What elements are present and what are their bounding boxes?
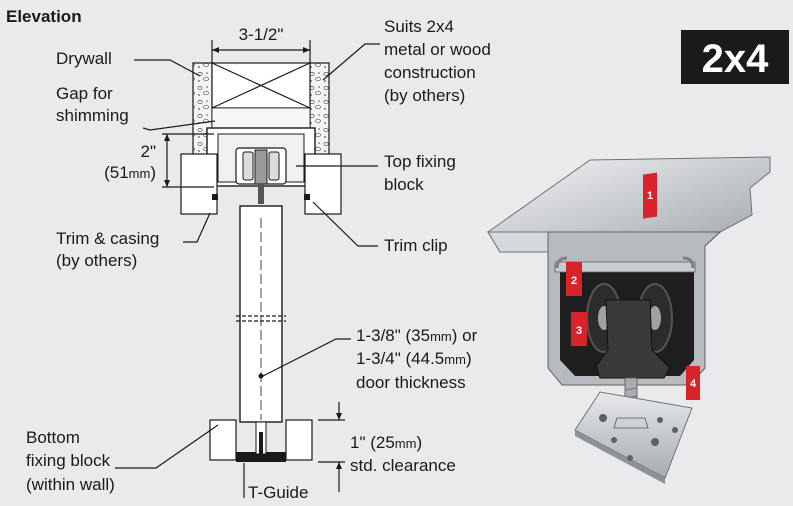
trim-casing-left [180, 153, 218, 215]
top-fixing-label-line2: block [384, 175, 424, 194]
trim-casing-label-line2: (by others) [56, 251, 137, 270]
dimension-clearance [318, 402, 345, 492]
height-dim-text: 2" [141, 142, 157, 161]
clearance-label-line1: 1" (25mm) [350, 433, 422, 452]
t-guide-label: T-Guide [248, 483, 308, 502]
suits-label-line3: construction [384, 63, 476, 82]
callout-2-text: 2 [571, 275, 577, 287]
elevation-drawing [180, 62, 342, 462]
track-3d-render [487, 156, 771, 484]
size-badge: 2x4 [681, 30, 789, 84]
t-guide [236, 452, 286, 462]
bottom-fixing-block-left [209, 419, 237, 461]
drywall-label: Drywall [56, 49, 112, 68]
door-thickness-label-line1: 1-3/8" (35mm) or [356, 326, 478, 345]
bottom-fixing-block-right [285, 419, 313, 461]
callout-4: 4 [686, 366, 700, 400]
gap-label-line1: Gap for [56, 84, 113, 103]
trim-clip-label: Trim clip [384, 236, 448, 255]
door-thickness-label-line2: 1-3/4" (44.5mm) [356, 349, 472, 368]
callout-4-text: 4 [690, 378, 697, 390]
callout-3: 3 [571, 312, 587, 346]
callout-3-text: 3 [576, 325, 582, 337]
callout-2: 2 [566, 262, 582, 296]
suits-label-line1: Suits 2x4 [384, 17, 454, 36]
trim-casing-label-line1: Trim & casing [56, 229, 159, 248]
bottom-block-label-line2: fixing block [26, 451, 111, 470]
dimension-width: 3-1/2" [211, 25, 311, 63]
dimension-height: 2" (51mm) [104, 133, 214, 188]
suits-label-line2: metal or wood [384, 40, 491, 59]
suits-label-line4: (by others) [384, 86, 465, 105]
callout-1-text: 1 [647, 190, 653, 202]
bottom-block-label-line3: (within wall) [26, 475, 115, 494]
bottom-block-label-line1: Bottom [26, 428, 80, 447]
clearance-label-line2: std. clearance [350, 456, 456, 475]
gap-label-line2: shimming [56, 106, 129, 125]
trim-casing-right [304, 153, 342, 215]
top-fixing-label-line1: Top fixing [384, 152, 456, 171]
dimension-width-text: 3-1/2" [239, 25, 284, 44]
size-badge-text: 2x4 [702, 37, 769, 81]
diagram-title: Elevation [6, 7, 82, 26]
door-thickness-label-line3: door thickness [356, 373, 466, 392]
callout-1: 1 [643, 172, 657, 219]
height-metric-text: (51mm) [104, 163, 156, 182]
